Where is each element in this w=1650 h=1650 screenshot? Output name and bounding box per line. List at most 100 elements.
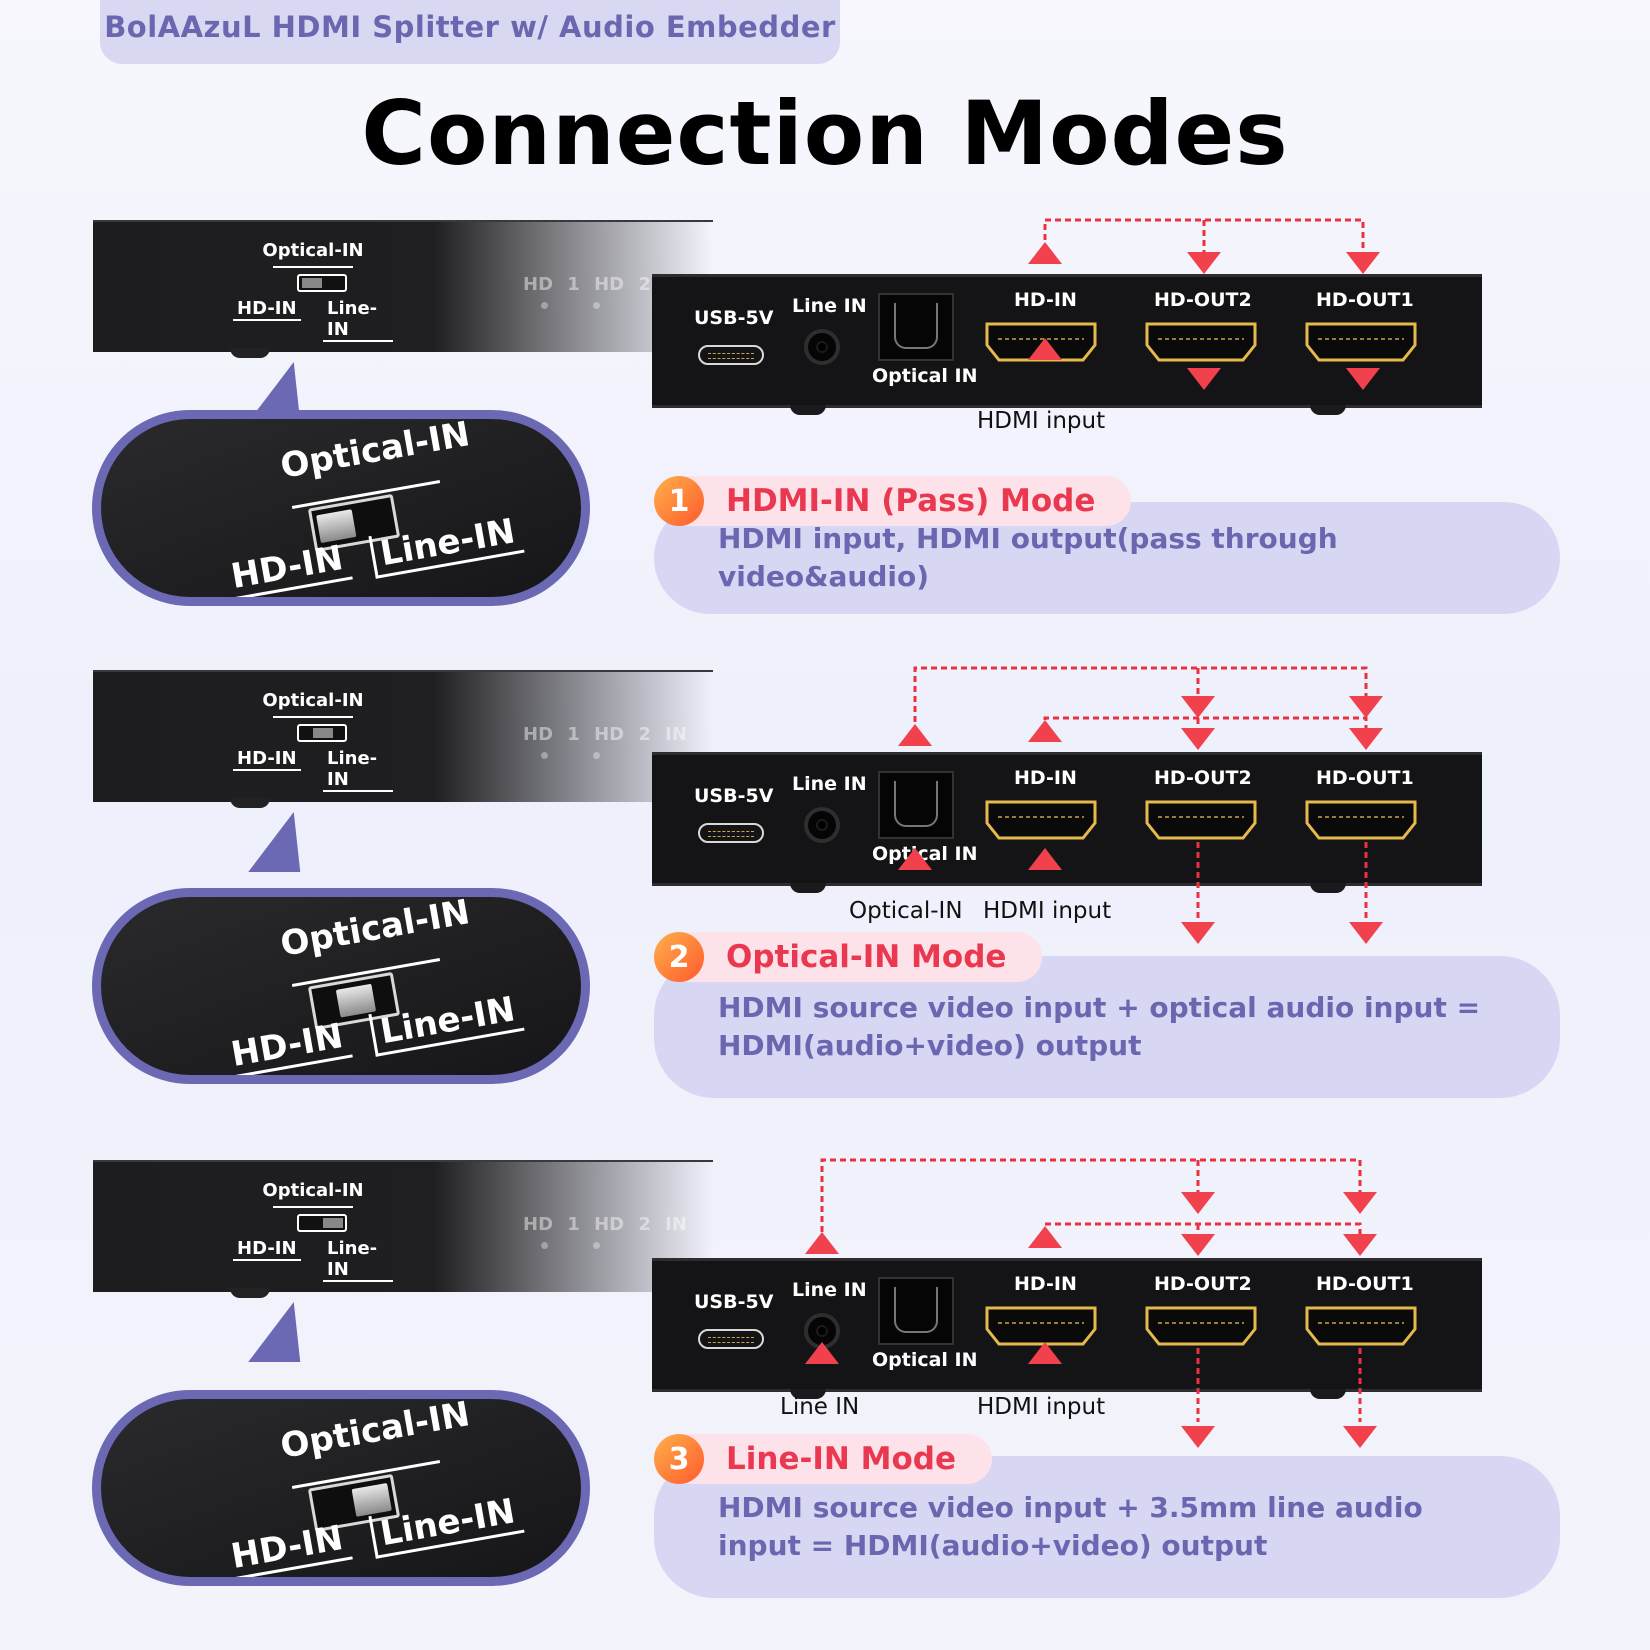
device-foot: [1310, 883, 1346, 893]
arrow-down: [1346, 252, 1380, 274]
arrow-down: [1349, 696, 1383, 718]
usb-c-port: [698, 823, 764, 843]
arrow-up: [805, 1232, 839, 1254]
flow-label: HDMI input: [983, 898, 1112, 924]
callout-left-label: HD-IN: [228, 1517, 353, 1577]
device-foot: [790, 883, 826, 893]
switch-slider: [297, 1214, 347, 1232]
optical-port: [878, 293, 954, 361]
mode-number-badge: 2: [654, 932, 704, 982]
line-in-jack: [804, 329, 840, 365]
switch-left-label: HD-IN: [233, 1238, 301, 1261]
flow-line: [913, 666, 1368, 722]
arrow-up: [1028, 720, 1062, 742]
switch-divider: [273, 716, 353, 718]
hd-out1-label: HD-OUT1: [1316, 1273, 1414, 1295]
splitter-device: USB-5V Line IN Optical IN HD-IN HD-OUT2 …: [652, 274, 1482, 408]
led-dot: [541, 1242, 548, 1249]
line-in-label: Line IN: [792, 1279, 867, 1301]
hd-out2-label: HD-OUT2: [1154, 1273, 1252, 1295]
arrow-up: [898, 724, 932, 746]
switch-top-label: Optical-IN: [262, 1180, 364, 1201]
device-foot: [230, 798, 270, 808]
page-title: Connection Modes: [361, 82, 1289, 185]
arrow-down: [1187, 252, 1221, 274]
optical-port: [878, 771, 954, 839]
arrow-down: [1181, 696, 1215, 718]
device-strip: Optical-IN HD-IN Line-IN HD 1 HD 2 IN: [93, 670, 713, 802]
device-strip: Optical-IN HD-IN Line-IN HD 1 HD 2 IN: [93, 220, 713, 352]
callout-top-label: Optical-IN: [277, 1399, 473, 1467]
hdmi-port: [984, 1305, 1098, 1347]
switch-callout: Optical-IN HD-IN Line-IN: [92, 410, 590, 606]
hd-out2-label: HD-OUT2: [1154, 767, 1252, 789]
hd-in-label: HD-IN: [1014, 289, 1077, 311]
switch-callout: Optical-IN HD-IN Line-IN: [92, 1390, 590, 1586]
flow-line: [1043, 1222, 1362, 1244]
hdmi-port: [1144, 321, 1258, 363]
arrow-down: [1343, 1192, 1377, 1214]
line-in-jack: [804, 807, 840, 843]
brand-tab: BolAAzuL HDMI Splitter w/ Audio Embedder: [100, 0, 840, 64]
mode-name-pill: Line-IN Mode: [664, 1434, 992, 1484]
device-foot: [790, 1389, 826, 1399]
strip-ports-label: HD 1 HD 2 IN: [523, 724, 687, 745]
device-foot: [230, 348, 270, 358]
hd-out1-label: HD-OUT1: [1316, 289, 1414, 311]
mode-name-pill: HDMI-IN (Pass) Mode: [664, 476, 1132, 526]
switch-top-label: Optical-IN: [262, 240, 364, 261]
strip-ports-label: HD 1 HD 2 IN: [523, 274, 687, 295]
hdmi-port: [1304, 321, 1418, 363]
mode-section-2: Optical-IN HD-IN Line-IN HD 1 HD 2 IN Op…: [0, 666, 1650, 1130]
mode-number-badge: 3: [654, 1434, 704, 1484]
hd-out1-label: HD-OUT1: [1316, 767, 1414, 789]
flow-line: [1043, 716, 1368, 740]
usb-c-port: [698, 1329, 764, 1349]
hdmi-port: [984, 799, 1098, 841]
callout-pointer: [248, 812, 320, 872]
callout-top-label: Optical-IN: [277, 419, 473, 487]
device-foot: [1310, 1389, 1346, 1399]
flow-label: HDMI input: [977, 408, 1106, 434]
hd-in-label: HD-IN: [1014, 767, 1077, 789]
led-dot: [593, 752, 600, 759]
switch-divider: [273, 266, 353, 268]
callout-knob: [351, 1482, 392, 1517]
arrow-down: [1181, 1234, 1215, 1256]
switch-left-label: HD-IN: [233, 748, 301, 771]
switch-top-label: Optical-IN: [262, 690, 364, 711]
arrow-down: [1343, 1234, 1377, 1256]
arrow-up: [1028, 1226, 1062, 1248]
usb-label: USB-5V: [694, 1291, 774, 1313]
callout-body: Optical-IN HD-IN Line-IN: [101, 419, 581, 597]
led-dot: [541, 302, 548, 309]
usb-label: USB-5V: [694, 785, 774, 807]
brand-label: BolAAzuL HDMI Splitter w/ Audio Embedder: [104, 10, 836, 44]
device-foot: [230, 1288, 270, 1298]
arrow-down: [1343, 1426, 1377, 1448]
callout-knob: [335, 983, 377, 1018]
optical-port: [878, 1277, 954, 1345]
callout-body: Optical-IN HD-IN Line-IN: [101, 897, 581, 1075]
callout-left-label: HD-IN: [228, 1015, 353, 1075]
arrow-down: [1349, 922, 1383, 944]
arrow-down: [1181, 1426, 1215, 1448]
splitter-device: USB-5V Line IN Optical IN HD-IN HD-OUT2 …: [652, 1258, 1482, 1392]
splitter-device: USB-5V Line IN Optical IN HD-IN HD-OUT2 …: [652, 752, 1482, 886]
switch-left-label: HD-IN: [233, 298, 301, 321]
callout-left-label: HD-IN: [228, 537, 353, 597]
flow-label: HDMI input: [977, 1394, 1106, 1420]
hd-in-label: HD-IN: [1014, 1273, 1077, 1295]
flow-line: [1043, 218, 1365, 260]
switch-right-label: Line-IN: [323, 1238, 393, 1282]
mode-section-1: Optical-IN HD-IN Line-IN HD 1 HD 2 IN Op…: [0, 218, 1650, 680]
device-foot: [790, 405, 826, 415]
switch-callout: Optical-IN HD-IN Line-IN: [92, 888, 590, 1084]
callout-pointer: [248, 1302, 320, 1362]
optical-in-label: Optical IN: [872, 365, 978, 387]
led-dot: [541, 752, 548, 759]
switch-knob: [302, 278, 322, 288]
callout-top-label: Optical-IN: [277, 897, 473, 965]
flow-label: Line IN: [780, 1394, 860, 1420]
device-strip: Optical-IN HD-IN Line-IN HD 1 HD 2 IN: [93, 1160, 713, 1292]
